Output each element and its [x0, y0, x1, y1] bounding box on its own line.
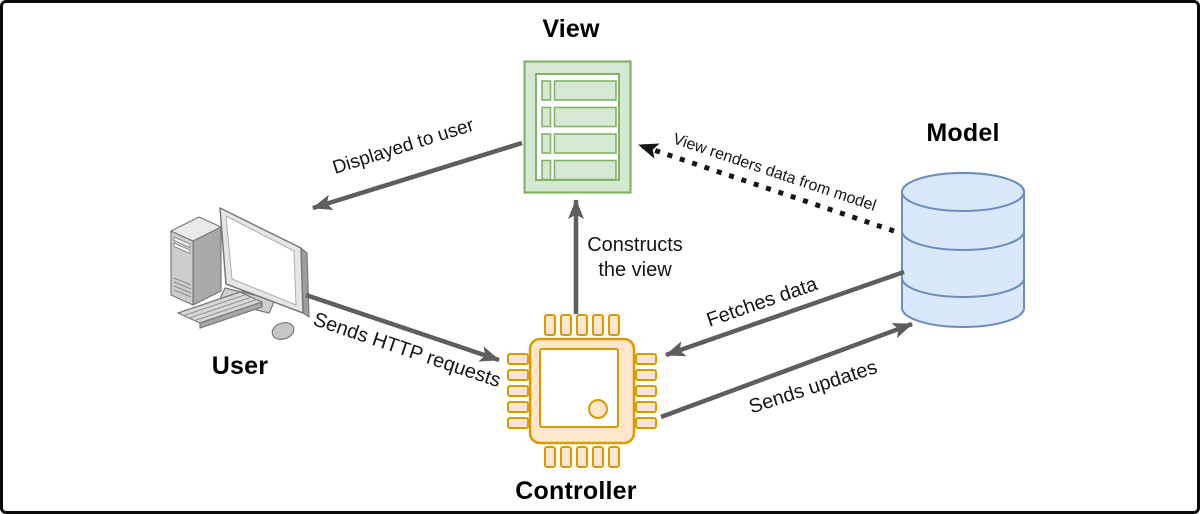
edge-label-sends-updates: Sends updates [746, 356, 880, 418]
arrow-sends-updates [660, 321, 913, 420]
database-top-rim [901, 172, 1025, 212]
computer-clipart [170, 207, 310, 340]
edge-label-constructs-line2: the view [598, 259, 672, 281]
edge-label-displayed-to-user: Displayed to user [330, 115, 477, 179]
keyboard-front [199, 301, 263, 329]
tower-drive-slot [173, 242, 191, 254]
monitor-screen [225, 215, 297, 306]
arrow-displayed-to-user [312, 140, 523, 211]
node-label-model: Model [926, 119, 1000, 147]
view-list-box-icon [523, 60, 632, 194]
mouse [271, 322, 295, 340]
controller-chip-icon [507, 314, 657, 468]
model-database-icon [901, 172, 1025, 328]
database-separator-1 [901, 230, 1025, 251]
database-separator-2 [901, 277, 1025, 298]
edge-label-view-renders-data: View renders data from model [671, 131, 878, 215]
arrow-sends-http-requests [305, 292, 500, 363]
arrow-fetches-data [665, 269, 905, 358]
edge-label-sends-http-requests: Sends HTTP requests [310, 309, 503, 392]
tower-vents [173, 277, 192, 298]
node-label-user: User [211, 352, 269, 380]
keyboard-keys [183, 294, 258, 321]
user-computer-icon [170, 207, 310, 340]
chip-die [539, 348, 619, 428]
node-label-view: View [542, 15, 600, 43]
chip-pins [507, 314, 657, 468]
edge-label-constructs-line1: Constructs [587, 234, 683, 256]
chip-dot [588, 399, 608, 419]
view-icon-rows [541, 80, 617, 181]
arrow-view-renders-data [638, 142, 895, 234]
edge-label-fetches-data: Fetches data [704, 273, 821, 332]
node-label-controller: Controller [515, 477, 637, 505]
tower-drive-slot [173, 236, 191, 248]
